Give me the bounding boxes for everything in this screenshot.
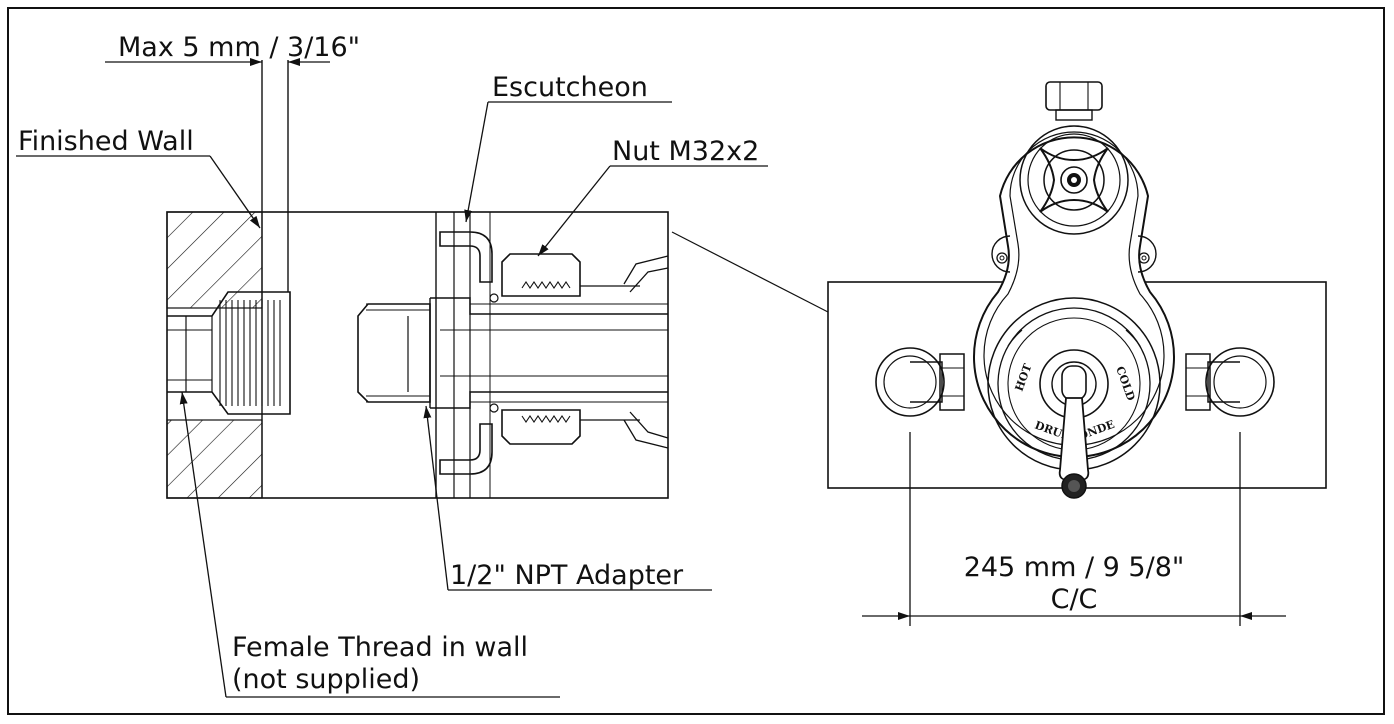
section-outline xyxy=(166,211,669,499)
annotation-finished-wall: Finished Wall xyxy=(16,126,261,229)
max-gap-label: Max 5 mm / 3/16" xyxy=(118,32,360,63)
inlet-right xyxy=(1185,347,1275,417)
front-view: HOT COLD DRUM ONDE xyxy=(827,81,1327,499)
valve-body-stub xyxy=(623,255,669,449)
female-thread-fitting xyxy=(167,291,291,415)
cross-handle[interactable] xyxy=(1019,125,1129,235)
inlet-left xyxy=(875,347,965,417)
annotation-escutcheon: Escutcheon xyxy=(464,72,672,223)
finished-wall-label: Finished Wall xyxy=(18,126,194,157)
wall-hatch-upper xyxy=(166,211,263,309)
annotation-max-gap: Max 5 mm / 3/16" xyxy=(105,32,360,66)
female-thread-label-1: Female Thread in wall xyxy=(232,632,528,663)
section-view xyxy=(166,60,669,499)
annotation-nut: Nut M32x2 xyxy=(537,136,768,257)
drawing-frame xyxy=(7,7,1385,715)
center-distance-label: 245 mm / 9 5/8" xyxy=(964,552,1185,583)
valve-body-outline xyxy=(973,136,1175,458)
mounting-ears xyxy=(991,235,1157,273)
female-thread-label-2: (not supplied) xyxy=(232,664,420,695)
annotation-adapter: 1/2" NPT Adapter xyxy=(423,405,712,591)
nut-m32x2 xyxy=(501,253,640,445)
annotation-female-thread: Female Thread in wall (not supplied) xyxy=(179,391,560,698)
wall-hatch-lower xyxy=(166,419,263,499)
top-nut xyxy=(1045,81,1103,121)
npt-adapter xyxy=(357,303,431,403)
escutcheon-label: Escutcheon xyxy=(492,72,648,103)
escutcheon xyxy=(435,212,499,498)
adapter-label: 1/2" NPT Adapter xyxy=(450,560,684,591)
lever-handle[interactable] xyxy=(1058,397,1090,499)
center-distance-dimension: 245 mm / 9 5/8" C/C xyxy=(862,432,1286,626)
pipe-body xyxy=(429,297,668,409)
center-note-label: C/C xyxy=(1051,584,1098,615)
projection-line xyxy=(671,231,829,313)
nut-label: Nut M32x2 xyxy=(612,136,759,167)
